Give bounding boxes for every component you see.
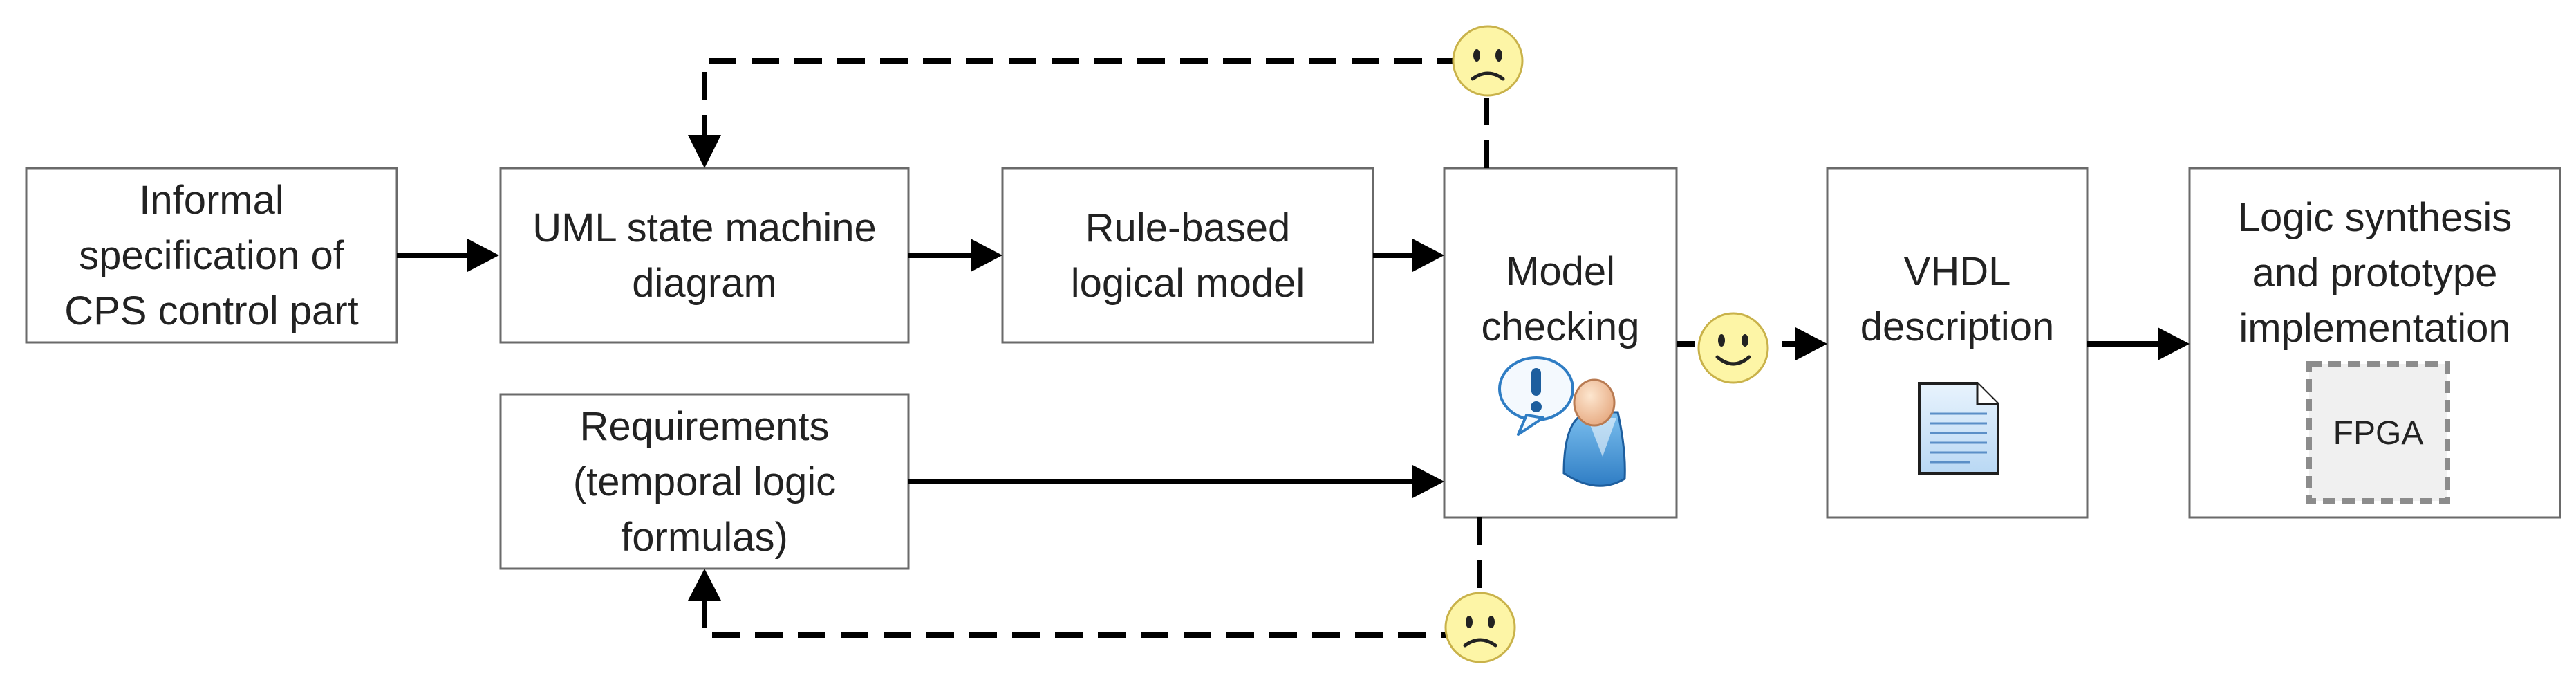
- logic-synthesis-line-1: Logic synthesis: [2238, 195, 2512, 240]
- vhdl-line-1: VHDL: [1904, 249, 2011, 294]
- logic-synthesis-box: Logic synthesis and prototype implementa…: [2188, 167, 2561, 519]
- logic-synthesis-line-2: and prototype: [2252, 250, 2498, 295]
- rule-based-logical-model-box: Rule-based logical model: [1001, 167, 1374, 344]
- requirements-line-3: formulas): [621, 515, 788, 560]
- uml-line-1: UML state machine: [532, 205, 877, 250]
- fpga-chip: FPGA: [2306, 361, 2450, 504]
- informal-specification-box: Informal specification of CPS control pa…: [25, 167, 398, 344]
- rule-based-line-2: logical model: [1071, 261, 1305, 306]
- informal-spec-line-1: Informal: [139, 178, 284, 223]
- uml-state-machine-box: UML state machine diagram: [499, 167, 910, 344]
- vhdl-line-2: description: [1860, 304, 2054, 349]
- sad-face-icon: [1452, 25, 1524, 97]
- arrow-uml-to-rule-based: [908, 239, 1002, 272]
- document-icon: [1918, 382, 1999, 475]
- rule-based-line-1: Rule-based: [1085, 205, 1291, 250]
- person-with-exclamation-speech-bubble-icon: [1498, 356, 1626, 487]
- model-checking-box: Model checking: [1443, 167, 1678, 519]
- vhdl-description-box: VHDL description: [1826, 167, 2089, 519]
- arrow-informal-to-uml: [397, 239, 499, 272]
- requirements-line-1: Requirements: [579, 404, 829, 449]
- informal-spec-line-2: specification of: [79, 233, 345, 278]
- arrow-rule-based-to-model-checking: [1373, 239, 1444, 272]
- sad-face-icon: [1444, 592, 1516, 663]
- logic-synthesis-line-3: implementation: [2239, 306, 2510, 351]
- model-checking-line-1: Model: [1506, 249, 1615, 294]
- feedback-arrow-to-requirements: [688, 517, 1482, 638]
- arrow-vhdl-to-logic-synthesis: [2087, 327, 2190, 360]
- arrow-model-checking-to-vhdl: [1677, 327, 1827, 360]
- requirements-line-2: (temporal logic: [573, 459, 836, 504]
- model-checking-line-2: checking: [1482, 304, 1640, 349]
- smiley-face-icon: [1697, 312, 1769, 384]
- uml-line-2: diagram: [632, 261, 777, 306]
- requirements-box: Requirements (temporal logic formulas): [499, 393, 910, 570]
- fpga-label: FPGA: [2333, 415, 2424, 452]
- arrow-requirements-to-model-checking: [908, 465, 1444, 498]
- feedback-arrow-to-uml: [688, 58, 1489, 168]
- informal-spec-line-3: CPS control part: [64, 288, 359, 333]
